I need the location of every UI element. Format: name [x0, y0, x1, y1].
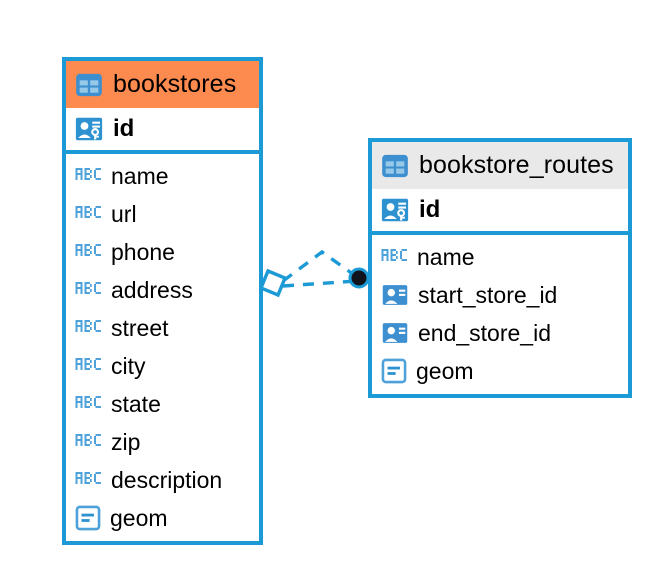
field-label: phone [111, 238, 175, 265]
field-label: name [417, 243, 475, 270]
abc-text-icon [75, 201, 102, 228]
geometry-icon [75, 505, 101, 531]
geometry-icon [381, 358, 407, 384]
field-label: city [111, 352, 146, 379]
primary-key-row[interactable]: id [66, 108, 259, 154]
field-label: zip [111, 428, 141, 455]
field-row[interactable]: zip [66, 423, 259, 461]
field-row[interactable]: state [66, 385, 259, 423]
field-label: url [111, 200, 137, 227]
entity-table-bookstores[interactable]: bookstores id [62, 57, 263, 545]
field-label: street [111, 314, 169, 341]
field-list: name [66, 154, 259, 541]
relationship-line-start-store-id[interactable] [281, 249, 358, 283]
field-row[interactable]: geom [372, 352, 628, 390]
field-label: geom [110, 504, 168, 531]
abc-text-icon [75, 429, 102, 456]
field-label: end_store_id [418, 319, 551, 346]
field-row[interactable]: end_store_id [372, 314, 628, 352]
abc-text-icon [75, 353, 102, 380]
abc-text-icon [75, 163, 102, 190]
foreign-key-icon [381, 281, 409, 309]
primary-key-row[interactable]: id [372, 189, 628, 235]
abc-text-icon [75, 467, 102, 494]
field-label: geom [416, 357, 474, 384]
field-row[interactable]: name [372, 238, 628, 276]
table-icon [381, 152, 409, 180]
primary-key-icon [74, 114, 104, 144]
diamond-marker[interactable] [258, 268, 288, 298]
field-label: description [111, 466, 223, 493]
primary-key-label: id [113, 115, 135, 142]
field-row[interactable]: address [66, 271, 259, 309]
field-label: start_store_id [418, 281, 558, 308]
entity-header-bookstore-routes[interactable]: bookstore_routes [372, 142, 628, 189]
field-label: name [111, 162, 169, 189]
abc-text-icon [75, 315, 102, 342]
field-label: address [111, 276, 193, 303]
field-row[interactable]: description [66, 461, 259, 499]
entity-header-bookstores[interactable]: bookstores [66, 61, 259, 108]
field-row[interactable]: city [66, 347, 259, 385]
entity-title: bookstores [113, 70, 237, 98]
abc-text-icon [381, 244, 408, 271]
entity-table-bookstore-routes[interactable]: bookstore_routes id [368, 138, 632, 398]
field-row[interactable]: street [66, 309, 259, 347]
field-label: state [111, 390, 161, 417]
primary-key-label: id [419, 196, 441, 223]
field-row[interactable]: phone [66, 233, 259, 271]
abc-text-icon [75, 391, 102, 418]
abc-text-icon [75, 239, 102, 266]
field-row[interactable]: name [66, 157, 259, 195]
abc-text-icon [75, 277, 102, 304]
filled-circle-marker[interactable] [348, 267, 370, 289]
relationship-line-end-store-id[interactable] [282, 279, 357, 288]
field-row[interactable]: start_store_id [372, 276, 628, 314]
primary-key-icon [380, 195, 410, 225]
foreign-key-icon [381, 319, 409, 347]
entity-title: bookstore_routes [419, 151, 614, 179]
table-icon [75, 71, 103, 99]
field-row[interactable]: geom [66, 499, 259, 537]
field-row[interactable]: url [66, 195, 259, 233]
field-list: name start_store_id [372, 235, 628, 394]
